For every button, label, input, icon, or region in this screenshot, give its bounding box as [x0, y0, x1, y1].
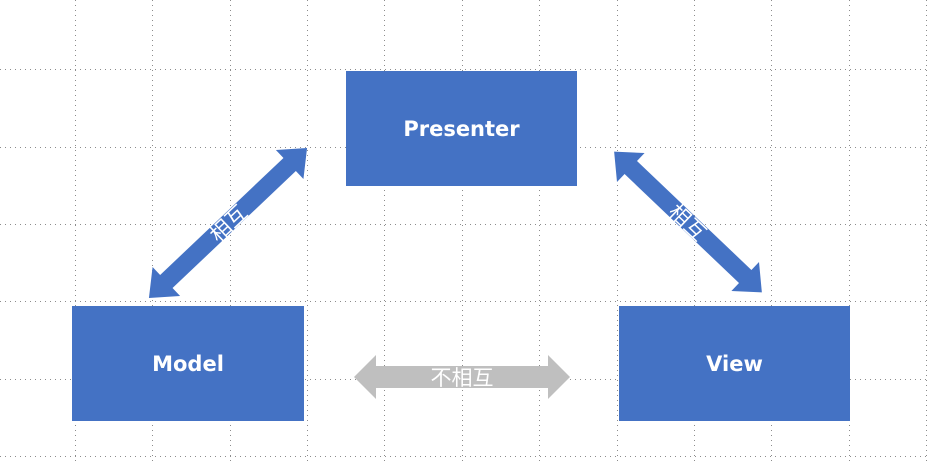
presenter-label: Presenter [403, 116, 520, 141]
presenter-view-arrow: 相互 [614, 151, 762, 293]
model-label: Model [152, 351, 224, 376]
view-label: View [706, 351, 763, 376]
model-view-arrow: 不相互 [354, 355, 570, 399]
model-presenter-arrow: 相互 [148, 147, 308, 299]
view-node: View [619, 306, 850, 421]
presenter-node: Presenter [346, 71, 577, 186]
model-view-label: 不相互 [431, 366, 494, 390]
model-node: Model [72, 306, 304, 421]
